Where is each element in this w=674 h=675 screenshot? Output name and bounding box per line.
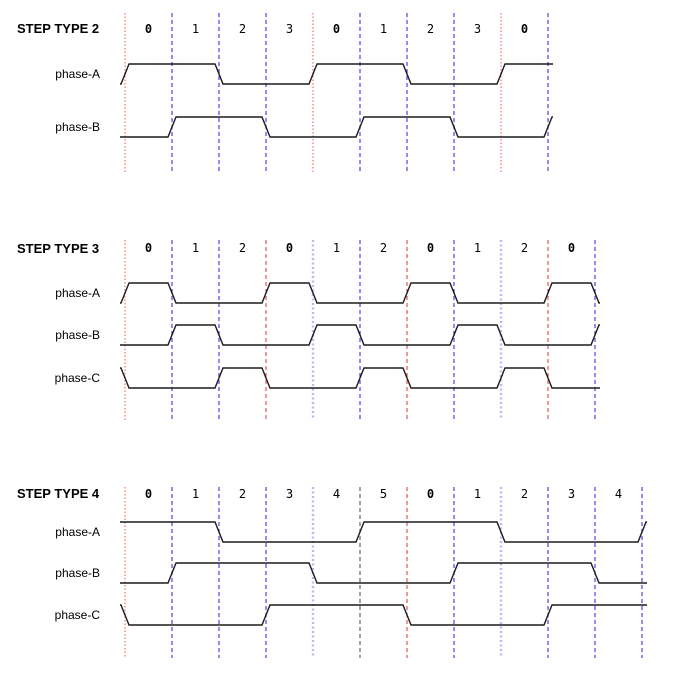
step-label: 1 xyxy=(192,487,199,501)
waveform-phase-A xyxy=(120,63,553,85)
step-label: 0 xyxy=(427,487,434,501)
diagram-1-title: STEP TYPE 2 xyxy=(17,21,100,36)
step-label: 2 xyxy=(239,22,246,36)
step-label: 0 xyxy=(145,241,152,255)
step-label: 2 xyxy=(239,487,246,501)
waveform-phase-B xyxy=(120,116,553,138)
step-label: 5 xyxy=(380,487,387,501)
phase-a-label: phase-A xyxy=(55,525,100,539)
step-label: 4 xyxy=(333,487,340,501)
step-label: 1 xyxy=(474,241,481,255)
waveform-phase-B xyxy=(120,562,647,584)
step-label: 0 xyxy=(568,241,575,255)
step-label: 2 xyxy=(239,241,246,255)
phase-b-label: phase-B xyxy=(55,328,100,342)
diagram-3-title: STEP TYPE 4 xyxy=(17,486,100,501)
step-label: 2 xyxy=(427,22,434,36)
waveform-phase-C xyxy=(120,367,600,389)
step-label: 4 xyxy=(615,487,622,501)
waveform-phase-A xyxy=(120,282,600,304)
step-label: 1 xyxy=(192,241,199,255)
step-label: 1 xyxy=(192,22,199,36)
phase-b-label: phase-B xyxy=(55,566,100,580)
step-label: 0 xyxy=(286,241,293,255)
step-label: 3 xyxy=(286,22,293,36)
step-label: 3 xyxy=(474,22,481,36)
step-label: 2 xyxy=(521,487,528,501)
step-label: 2 xyxy=(380,241,387,255)
step-label: 0 xyxy=(427,241,434,255)
step-label: 0 xyxy=(521,22,528,36)
phase-a-label: phase-A xyxy=(55,67,100,81)
diagram-2-title: STEP TYPE 3 xyxy=(17,241,100,256)
step-label: 3 xyxy=(568,487,575,501)
step-label: 0 xyxy=(145,22,152,36)
step-label: 1 xyxy=(380,22,387,36)
phase-c-label: phase-C xyxy=(54,608,100,622)
phase-a-label: phase-A xyxy=(55,286,100,300)
step-label: 0 xyxy=(333,22,340,36)
phase-b-label: phase-B xyxy=(55,120,100,134)
step-label: 2 xyxy=(521,241,528,255)
step-label: 1 xyxy=(474,487,481,501)
waveform-phase-C xyxy=(120,604,647,626)
step-label: 0 xyxy=(145,487,152,501)
step-label: 3 xyxy=(286,487,293,501)
waveform-phase-B xyxy=(120,324,600,346)
waveform-phase-A xyxy=(120,521,647,543)
phase-c-label: phase-C xyxy=(54,371,100,385)
step-label: 1 xyxy=(333,241,340,255)
